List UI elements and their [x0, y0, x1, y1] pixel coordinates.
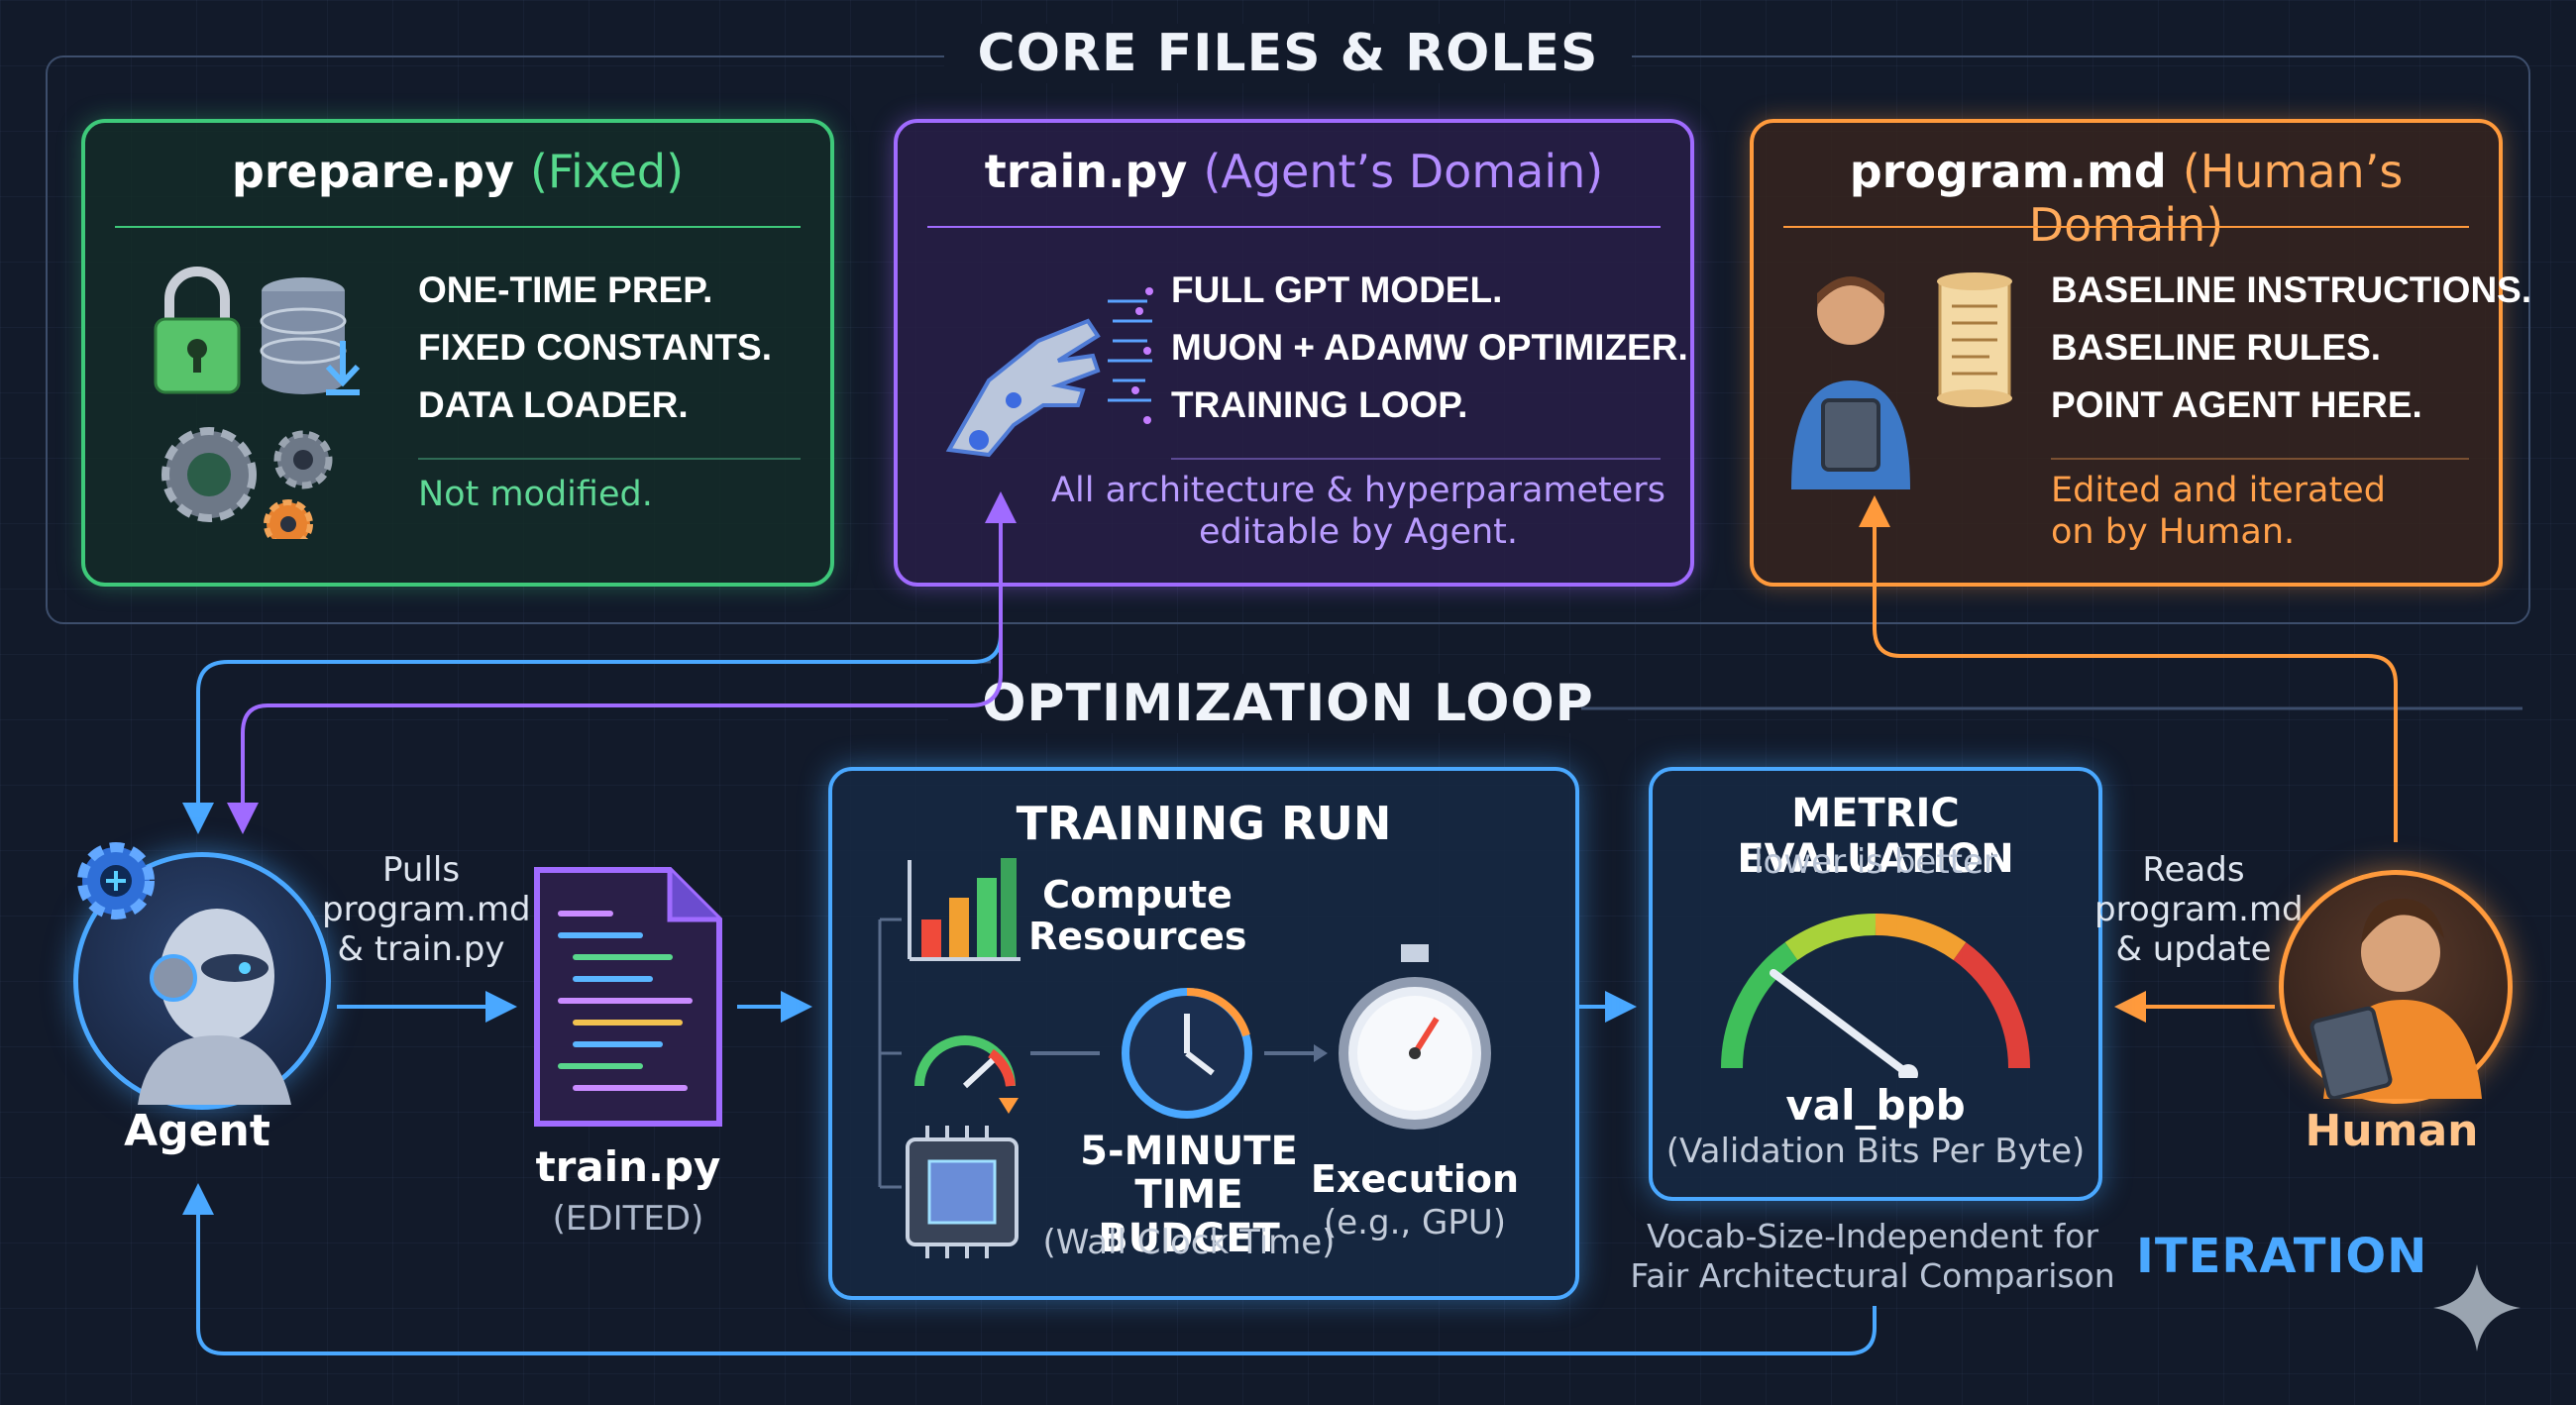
prepare-card-title: prepare.py (Fixed) [231, 145, 685, 198]
pulls-label: Pulls program.md & train.py [322, 850, 531, 969]
agent-label: Agent [124, 1106, 270, 1156]
gears-icon [161, 427, 333, 539]
program-bullet: BASELINE INSTRUCTIONS. [2051, 270, 2532, 310]
prepare-bullets: ONE-TIME PREP. FIXED CONSTANTS. DATA LOA… [418, 262, 772, 434]
time-budget-sublabel: (Wall Clock Time) [1042, 1223, 1336, 1262]
person-tablet-icon [2309, 899, 2482, 1101]
iteration-loop-arrow [182, 1183, 1877, 1355]
edited-file-sublabel: (EDITED) [552, 1199, 704, 1239]
robot-icon [138, 909, 291, 1105]
training-run-box: TRAINING RUN [828, 767, 1579, 1300]
training-run-title: TRAINING RUN [1016, 797, 1392, 850]
stopwatch-icon [1339, 944, 1491, 1130]
prepare-bullet: DATA LOADER. [418, 384, 689, 425]
person-icon [1791, 276, 1910, 489]
human-label: Human [2305, 1106, 2479, 1156]
lock-icon [154, 267, 241, 394]
compute-resources-label: Compute Resources [1028, 873, 1247, 958]
reads-label: Reads program.md & update [2094, 850, 2304, 969]
iteration-label: ITERATION [2136, 1229, 2428, 1284]
sparkle-icon [2433, 1264, 2521, 1351]
train-to-agent-purple-arrow [227, 511, 1003, 834]
bar-chart-icon [908, 858, 1020, 961]
metric-title: METRIC EVALUATION [1737, 791, 2014, 882]
train-bullets: FULL GPT MODEL. MUON + ADAMW OPTIMIZER. … [1171, 262, 1688, 434]
metric-subtitle: lower is better [1754, 842, 1997, 882]
metric-evaluation-box: METRIC EVALUATION lower is better val_bp… [1649, 767, 2102, 1201]
program-bullets: BASELINE INSTRUCTIONS. BASELINE RULES. P… [2051, 262, 2531, 434]
speedometer-icon [914, 1035, 1019, 1114]
robot-hand-icon [945, 287, 1153, 458]
human-document-icon [1791, 272, 2012, 489]
agent-avatar [73, 842, 331, 1110]
prepare-card: prepare.py (Fixed) ONE-TIME PREP. FIXED [81, 119, 834, 587]
training-run-graphics [878, 858, 1491, 1258]
program-card-title: program.md (Human’s Domain) [1849, 145, 2404, 252]
train-bullet: TRAINING LOOP. [1171, 384, 1468, 425]
execution-label: Execution [1310, 1157, 1520, 1201]
edited-file-label: train.py [535, 1142, 721, 1191]
human-to-program-arrow [1859, 495, 2398, 842]
database-download-icon [260, 277, 361, 395]
prepare-icons [154, 267, 361, 539]
metric-footnote: Vocab-Size-Independent for Fair Architec… [1630, 1217, 2115, 1295]
train-bullet: MUON + ADAMW OPTIMIZER. [1171, 327, 1688, 368]
train-card-title: train.py (Agent’s Domain) [984, 145, 1604, 198]
scroll-document-icon [1937, 272, 2012, 407]
program-bullet: BASELINE RULES. [2051, 327, 2382, 368]
execution-sublabel: (e.g., GPU) [1324, 1203, 1506, 1243]
train-bullet: FULL GPT MODEL. [1171, 270, 1503, 310]
core-files-title: CORE FILES & ROLES [0, 24, 2576, 83]
metric-description: (Validation Bits Per Byte) [1665, 1132, 2086, 1171]
optimization-loop-title: OPTIMIZATION LOOP [0, 674, 2576, 733]
prepare-note: Not modified. [418, 475, 653, 514]
code-file-icon [534, 867, 722, 1127]
gear-icon [77, 842, 155, 919]
cpu-chip-icon [906, 1126, 1019, 1258]
time-budget-label: 5-MINUTE TIME BUDGET [1080, 1129, 1298, 1261]
metric-name: val_bpb [1785, 1081, 1966, 1130]
prepare-bullet: FIXED CONSTANTS. [418, 327, 772, 368]
train-card: train.py (Agent’s Domain) FULL GPT MODEL… [894, 119, 1694, 587]
program-card: program.md (Human’s Domain) BASELINE INS… [1750, 119, 2531, 587]
program-bullet: POINT AGENT HERE. [2051, 384, 2422, 425]
human-avatar [2279, 870, 2513, 1104]
gauge-icon [1720, 913, 2031, 1078]
program-note: Edited and iterated on by Human. [2051, 471, 2386, 552]
clock-icon [1122, 987, 1252, 1119]
train-note: All architecture & hyperparameters edita… [1051, 471, 1665, 552]
prepare-bullet: ONE-TIME PREP. [418, 270, 713, 310]
